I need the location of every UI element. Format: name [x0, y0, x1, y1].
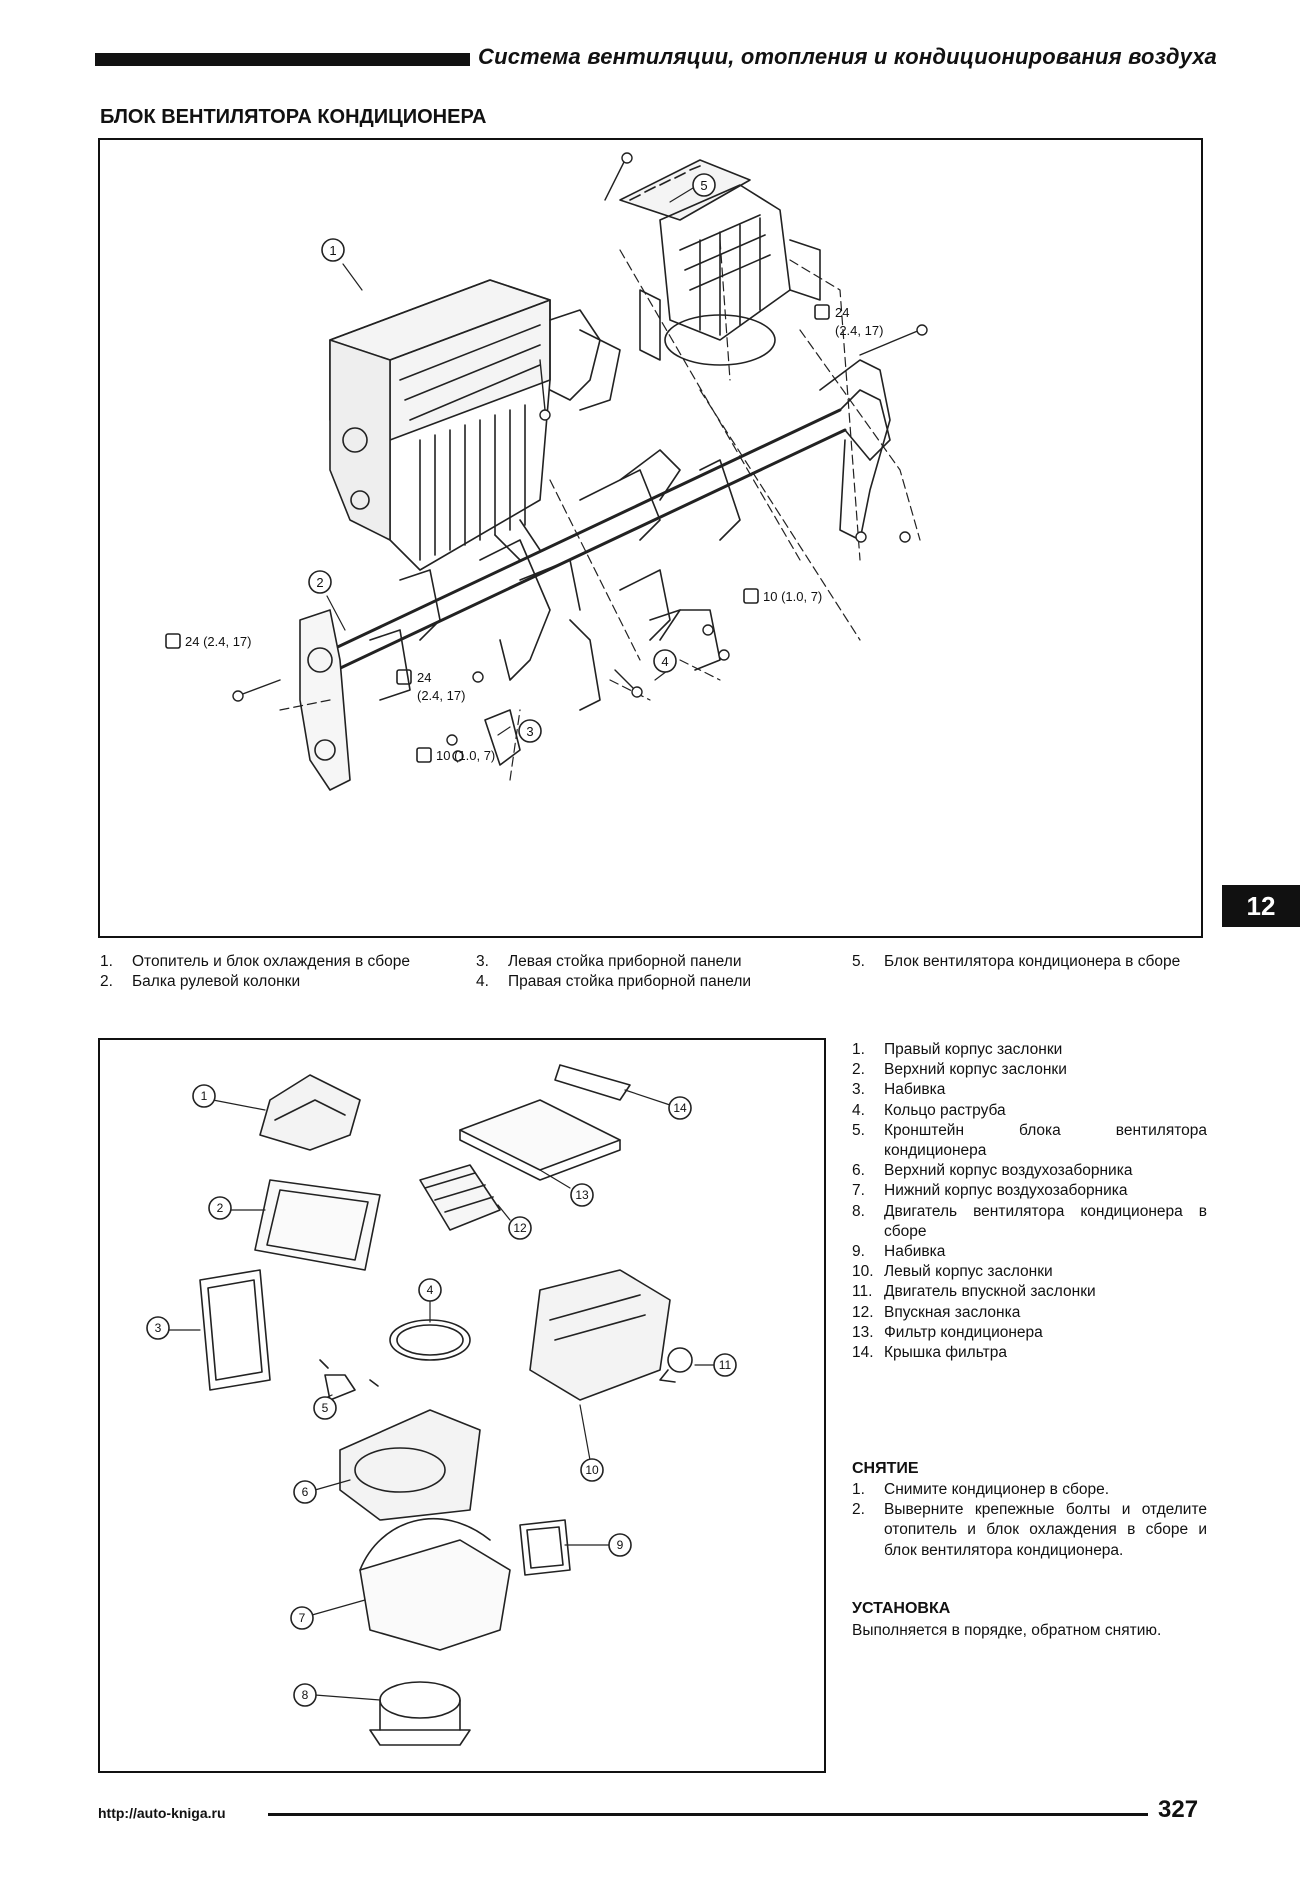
- callout-8: 8: [302, 1688, 309, 1702]
- list-item: 2.Выверните крепежные болты и отделите о…: [852, 1501, 1207, 1559]
- list-item: 3.Набивка: [852, 1081, 946, 1099]
- blower-unit-drawing: [619, 159, 821, 366]
- part-2-drawing: [254, 1179, 381, 1271]
- legend-column-1: 1.Отопитель и блок охлаждения в сборе 2.…: [100, 952, 460, 992]
- removal-steps: 1.Снимите кондиционер в сборе. 2.Выверни…: [852, 1480, 1207, 1561]
- part-5-drawing: [324, 1374, 356, 1401]
- callout-1: 1: [329, 243, 336, 258]
- part-6-drawing: [339, 1409, 481, 1521]
- callout-5: 5: [322, 1401, 329, 1415]
- installation-heading: УСТАНОВКА: [852, 1600, 951, 1617]
- callout-2: 2: [316, 575, 323, 590]
- parts-list: 1.Правый корпус заслонки 2.Верхний корпу…: [852, 1040, 1207, 1363]
- section-title: БЛОК ВЕНТИЛЯТОРА КОНДИЦИОНЕРА: [100, 106, 487, 128]
- torque-label-3b: (2.4, 17): [417, 688, 465, 703]
- list-item: 12.Впускная заслонка: [852, 1303, 1021, 1321]
- installation-text: Выполняется в порядке, обратном снятию.: [852, 1622, 1162, 1639]
- torque-icons: [165, 304, 830, 763]
- footer-url[interactable]: http://auto-kniga.ru: [98, 1805, 226, 1821]
- torque-label-1b: (2.4, 17): [835, 323, 883, 338]
- leader-lines: [326, 187, 694, 736]
- callout-1: 1: [201, 1089, 208, 1103]
- heater-unit-drawing: [329, 279, 621, 571]
- removal-heading: СНЯТИЕ: [852, 1460, 919, 1477]
- exploded-diagram: 1 2 3 4 5 6 7 8 9 10 11 12 13 14: [146, 1064, 737, 1746]
- list-item: 14.Крышка фильтра: [852, 1344, 1007, 1362]
- steering-beam-drawing: [299, 359, 891, 791]
- part-11-drawing: [667, 1347, 693, 1373]
- figure-exploded-diagram: 1 2 3 4 5 6 7 8 9 10 11 12 13 14: [98, 1038, 826, 1773]
- callout-13: 13: [575, 1188, 589, 1202]
- header-bar: [95, 53, 470, 66]
- list-item: 6.Верхний корпус воздухозаборника: [852, 1162, 1133, 1180]
- callout-3: 3: [526, 724, 533, 739]
- part-10-drawing: [529, 1269, 671, 1401]
- callout-7: 7: [299, 1611, 306, 1625]
- callout-6: 6: [302, 1485, 309, 1499]
- legend-item: 5.Блок вентилятора кондиционера в сборе: [852, 953, 1181, 970]
- list-item: 1.Снимите кондиционер в сборе.: [852, 1481, 1110, 1498]
- legend-item: 3.Левая стойка приборной панели: [476, 953, 742, 970]
- callout-4: 4: [427, 1283, 434, 1297]
- list-item: 7.Нижний корпус воздухозаборника: [852, 1182, 1128, 1200]
- stay-brackets-drawing: [484, 609, 721, 766]
- list-item: 8.Двигатель вентилятора кондиционера в с…: [852, 1202, 1207, 1240]
- callout-4: 4: [661, 654, 668, 669]
- callout-10: 10: [585, 1463, 599, 1477]
- page-number: 327: [1158, 1796, 1199, 1823]
- part-9-drawing: [519, 1519, 571, 1576]
- part-8-drawing: [379, 1681, 461, 1719]
- part-3-drawing: [199, 1269, 271, 1391]
- figure-assembly-diagram: 1 2 3 4 5 24 (2.4, 17) 24 (2.4, 17) 24 (…: [98, 138, 1203, 938]
- callout-3: 3: [155, 1321, 162, 1335]
- legend-column-3: 5.Блок вентилятора кондиционера в сборе: [852, 952, 1207, 972]
- footer-rule: [268, 1813, 1148, 1816]
- callout-circles: [308, 173, 716, 743]
- torque-label-5: 10 (1.0, 7): [436, 748, 495, 763]
- callout-12: 12: [513, 1221, 527, 1235]
- legend-item: 2.Балка рулевой колонки: [100, 973, 301, 990]
- list-item: 10.Левый корпус заслонки: [852, 1263, 1053, 1281]
- legend-item: 4.Правая стойка приборной панели: [476, 973, 752, 990]
- part-1-drawing: [259, 1074, 361, 1151]
- list-item: 4.Кольцо раструба: [852, 1101, 1006, 1119]
- list-item: 11.Двигатель впускной заслонки: [852, 1283, 1096, 1301]
- callout-2: 2: [217, 1201, 224, 1215]
- legend-column-2: 3.Левая стойка приборной панели 4.Правая…: [476, 952, 836, 992]
- callout-5: 5: [700, 178, 707, 193]
- part-4-drawing: [389, 1319, 471, 1361]
- assembly-lines: [279, 239, 921, 781]
- part-14-drawing: [554, 1064, 631, 1101]
- list-item: 5.Кронштейн блока вентилятора кондиционе…: [852, 1121, 1207, 1160]
- chapter-title: Система вентиляции, отопления и кондицио…: [478, 44, 1217, 69]
- list-item: 13.Фильтр кондиционера: [852, 1323, 1043, 1341]
- callout-9: 9: [617, 1538, 624, 1552]
- list-item: 2.Верхний корпус заслонки: [852, 1061, 1067, 1079]
- legend-item: 1.Отопитель и блок охлаждения в сборе: [100, 953, 411, 970]
- bolts: [232, 152, 928, 762]
- assembly-diagram: 1 2 3 4 5 24 (2.4, 17) 24 (2.4, 17) 24 (…: [165, 152, 928, 791]
- torque-label-2: 24 (2.4, 17): [185, 634, 252, 649]
- list-item: 1.Правый корпус заслонки: [852, 1041, 1063, 1058]
- part-12-drawing: [419, 1164, 501, 1231]
- torque-label-4: 10 (1.0, 7): [763, 589, 822, 604]
- chapter-tab: 12: [1222, 885, 1300, 927]
- torque-label-3a: 24: [417, 670, 431, 685]
- part-7-drawing: [359, 1539, 511, 1651]
- callout-11: 11: [719, 1358, 732, 1372]
- list-item: 9.Набивка: [852, 1243, 946, 1261]
- callout-14: 14: [673, 1101, 687, 1115]
- torque-label-1a: 24: [835, 305, 849, 320]
